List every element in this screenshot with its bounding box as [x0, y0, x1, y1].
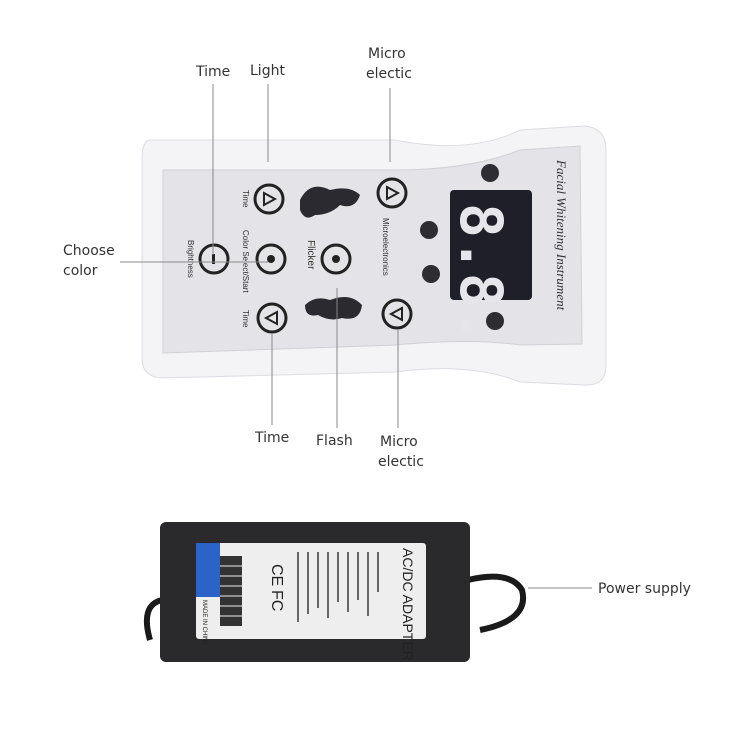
callout-time-bottom: Time — [254, 430, 289, 446]
callout-micro-top-1: Micro — [368, 46, 406, 62]
fc-mark: FC — [268, 590, 285, 611]
button-micro-up[interactable] — [376, 177, 408, 209]
barcode — [220, 556, 242, 626]
led-display — [450, 190, 532, 300]
callout-flash: Flash — [316, 433, 353, 449]
callout-light: Light — [250, 63, 285, 79]
adapter-title: AC/DC ADAPTER — [400, 548, 416, 661]
button-time-down[interactable] — [256, 302, 288, 334]
label-flicker: Flicker — [305, 240, 316, 270]
callout-time-top: Time — [195, 64, 230, 80]
display-digits: 8.8. — [447, 203, 515, 343]
label-time-down: Time — [241, 310, 250, 328]
adapter-spec-text — [297, 552, 379, 622]
label-time-up: Time — [241, 190, 250, 208]
callout-choose-2: color — [63, 263, 98, 279]
power-cable — [467, 573, 527, 633]
face-silhouette-icon — [305, 296, 362, 320]
callout-power-supply: Power supply — [598, 581, 691, 597]
made-in-label: MADE IN CHINA — [201, 600, 207, 645]
indicator-led — [481, 164, 499, 182]
button-brightness[interactable] — [198, 243, 230, 275]
brand-script: Facial Whitening Instrument — [554, 159, 569, 311]
callout-micro-bottom-1: Micro — [380, 434, 418, 450]
label-microelectronics: Microelectronics — [381, 218, 390, 276]
button-micro-down[interactable] — [381, 298, 413, 330]
label-brightness: Brightness — [186, 240, 195, 278]
indicator-led — [486, 312, 504, 330]
callout-micro-bottom-2: electic — [378, 454, 424, 470]
face-silhouette-icon — [300, 186, 360, 218]
power-cable — [144, 597, 163, 641]
indicator-led — [422, 265, 440, 283]
adapter-label-accent — [196, 543, 220, 597]
button-flicker[interactable] — [320, 243, 352, 275]
ce-mark: CE — [268, 564, 285, 586]
callout-micro-top-2: electic — [366, 66, 412, 82]
indicator-led — [420, 221, 438, 239]
button-color-select[interactable] — [255, 243, 287, 275]
button-time-up[interactable] — [253, 183, 285, 215]
callout-lines — [120, 84, 592, 589]
callout-choose-1: Choose — [63, 243, 115, 259]
